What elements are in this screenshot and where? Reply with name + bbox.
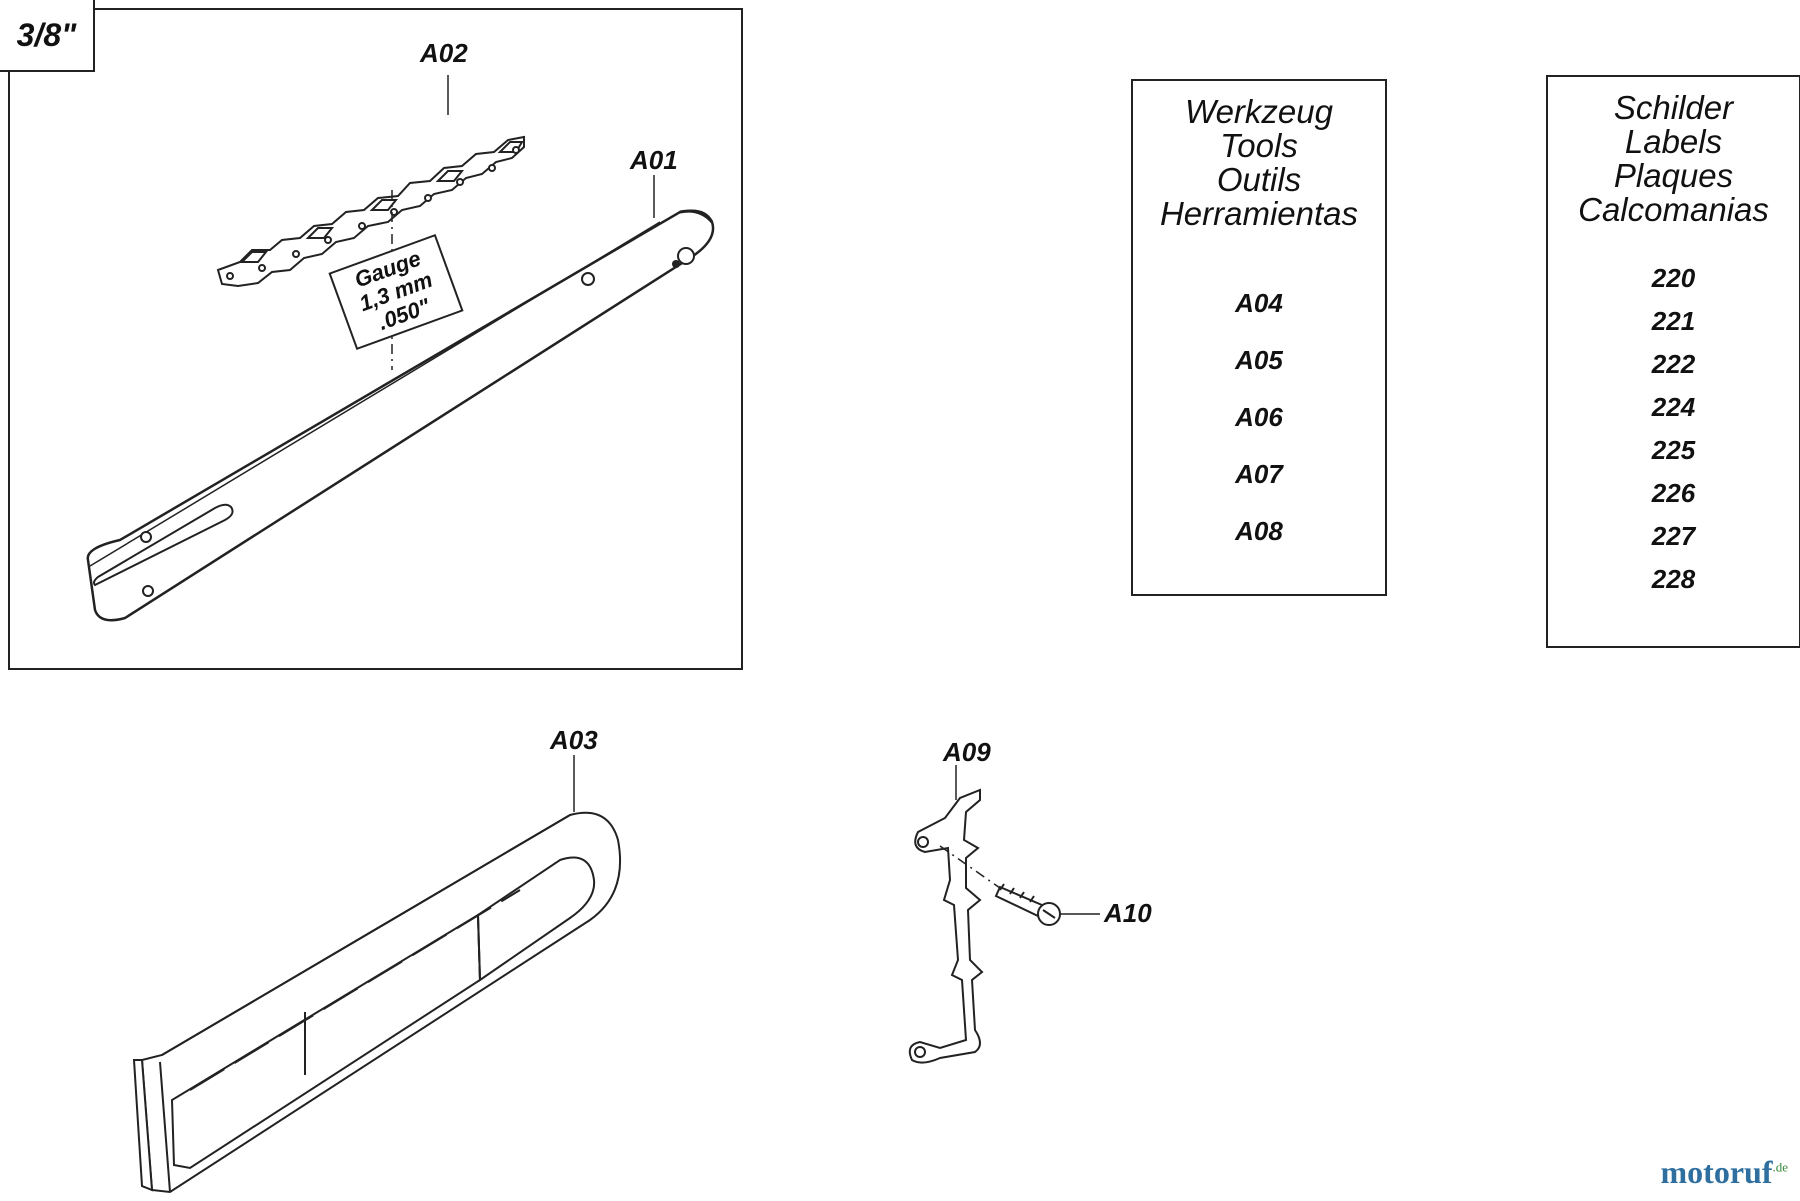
- list-item: 225: [1651, 435, 1696, 465]
- list-item: 220: [1651, 263, 1696, 293]
- list-item: A07: [1235, 459, 1283, 489]
- labels-heading-en: Labels: [1624, 123, 1723, 160]
- watermark: motoruf.de: [1661, 1154, 1789, 1191]
- label-a01: A01: [630, 145, 678, 175]
- labels-panel: Schilder Labels Plaques Calcomanias 220 …: [1546, 75, 1800, 648]
- watermark-text: motoruf: [1660, 1154, 1773, 1190]
- labels-heading-es: Calcomanias: [1578, 191, 1769, 228]
- tools-heading-de: Werkzeug: [1185, 93, 1333, 130]
- list-item: 222: [1651, 349, 1696, 379]
- label-a02: A02: [420, 38, 468, 68]
- list-item: 226: [1651, 478, 1696, 508]
- tools-heading-fr: Outils: [1216, 161, 1302, 198]
- bar-cover: [132, 811, 622, 1194]
- tools-panel: Werkzeug Tools Outils Herramientas A04 A…: [1131, 79, 1387, 596]
- guide-bar: [86, 209, 715, 622]
- label-a10: A10: [1104, 898, 1152, 928]
- list-item: A08: [1235, 516, 1283, 546]
- list-item: A04: [1235, 288, 1283, 318]
- labels-list: 220 221 222 224 225 226 227 228: [1548, 257, 1799, 601]
- list-item: A05: [1235, 345, 1283, 375]
- bar-chain-frame: [8, 8, 743, 670]
- tools-heading-es: Herramientas: [1159, 195, 1359, 232]
- saw-chain: [216, 135, 525, 288]
- list-item: 227: [1651, 521, 1696, 551]
- list-item: 224: [1651, 392, 1696, 422]
- label-a03: A03: [550, 725, 598, 755]
- labels-heading-de: Schilder: [1613, 89, 1734, 126]
- pitch-label: 3/8": [0, 0, 95, 72]
- list-item: 221: [1651, 306, 1696, 336]
- label-a09: A09: [943, 737, 991, 767]
- gauge-box-frame: [328, 233, 464, 351]
- watermark-suffix: .de: [1772, 1159, 1788, 1175]
- tools-heading-en: Tools: [1220, 127, 1298, 164]
- tools-list: A04 A05 A06 A07 A08: [1133, 275, 1385, 560]
- list-item: 228: [1651, 564, 1696, 594]
- depth-gauge-tool: [908, 788, 984, 1064]
- labels-heading-fr: Plaques: [1613, 157, 1734, 194]
- tools-heading: Werkzeug Tools Outils Herramientas: [1133, 95, 1385, 231]
- screw: [994, 883, 1061, 926]
- list-item: A06: [1235, 402, 1283, 432]
- labels-heading: Schilder Labels Plaques Calcomanias: [1548, 91, 1799, 227]
